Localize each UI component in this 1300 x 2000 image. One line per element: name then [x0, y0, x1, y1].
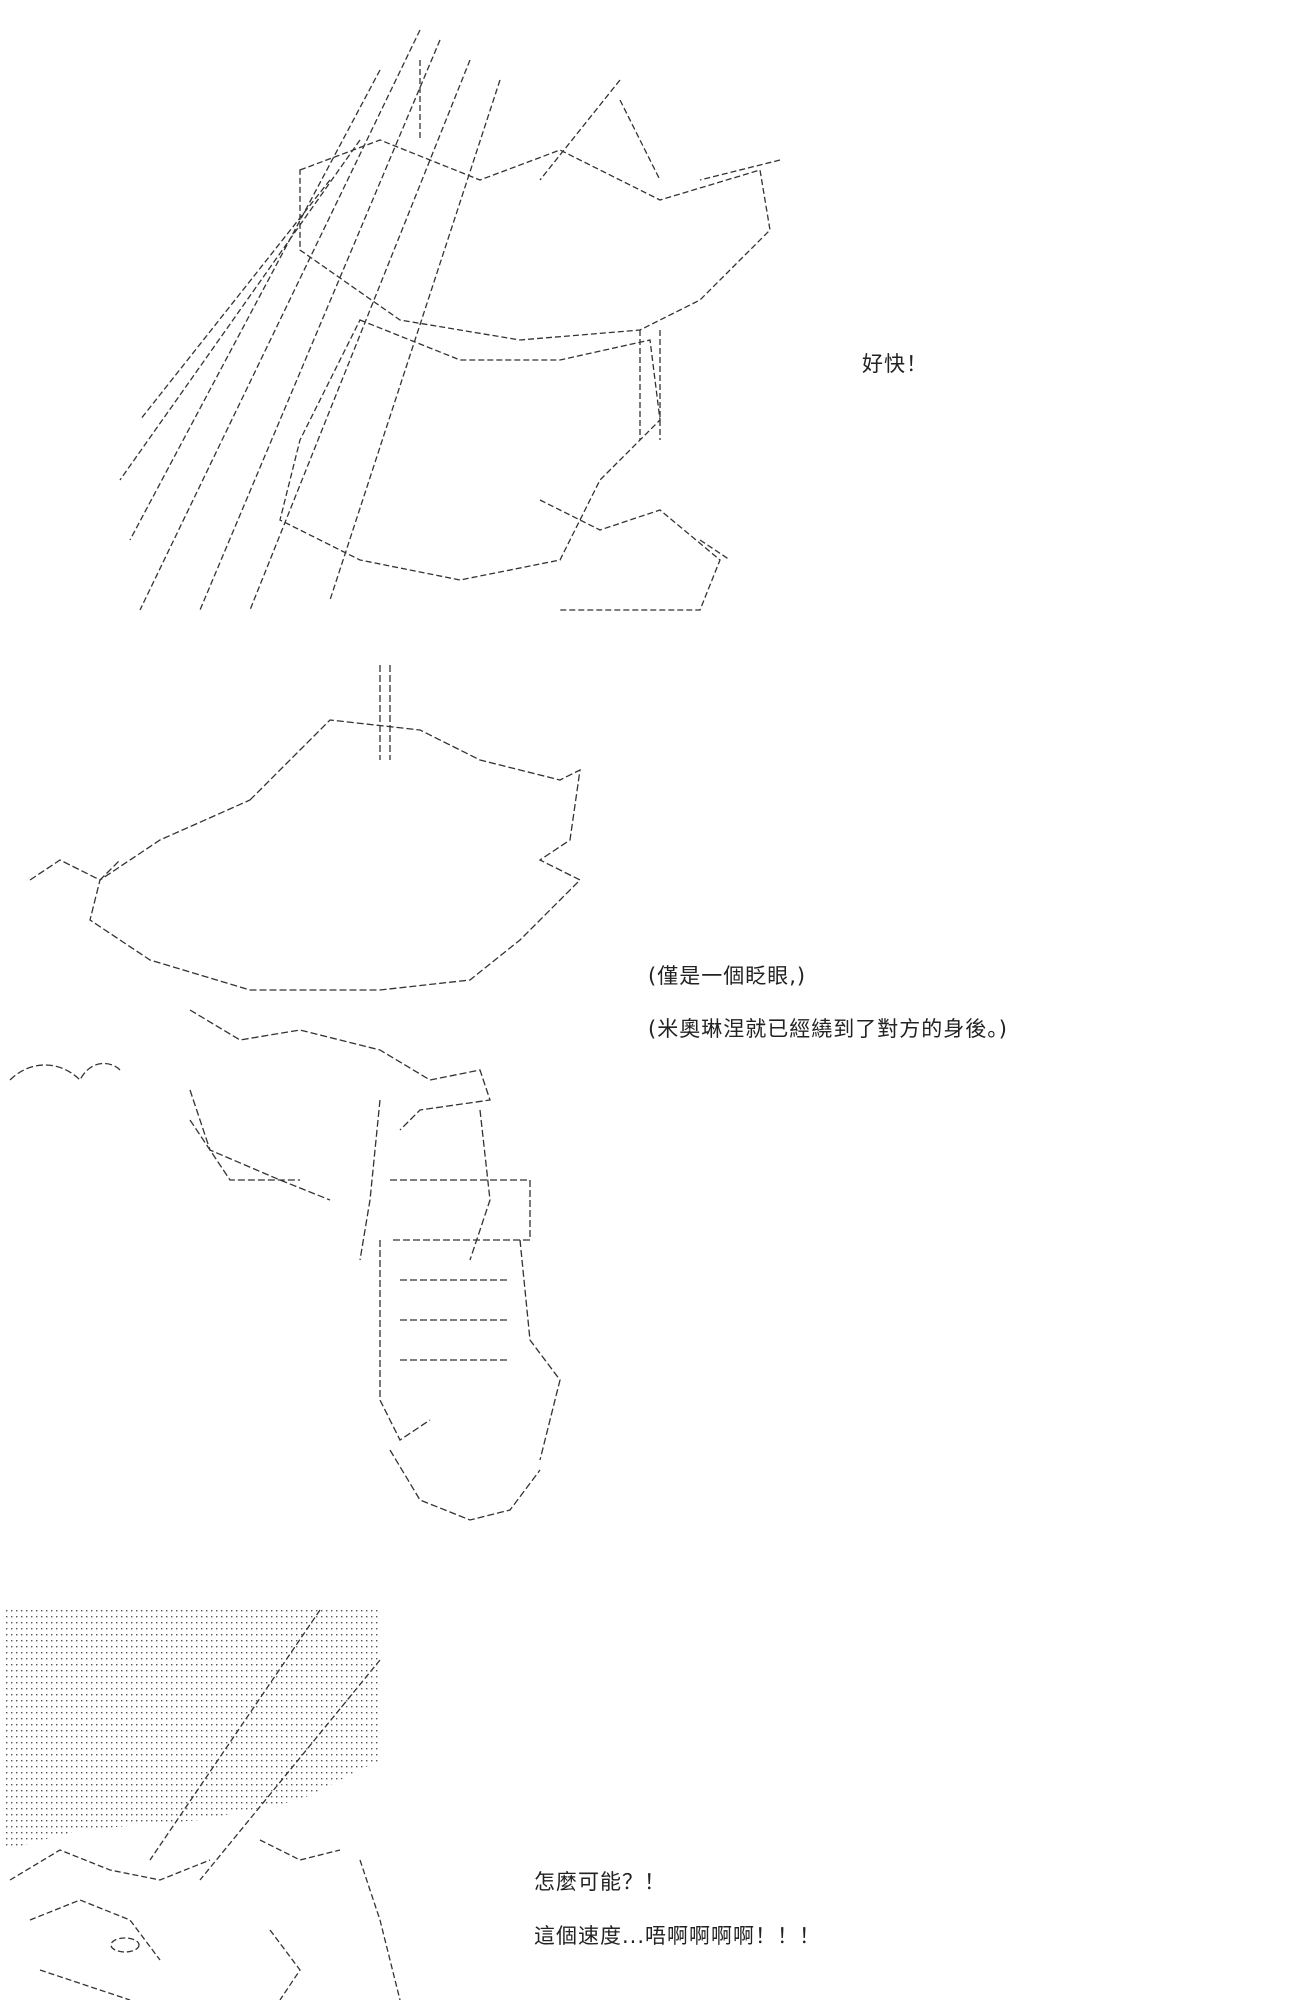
panel-2-figure-art: [9, 665, 582, 1521]
narration-blink: (僅是一個眨眼,): [648, 964, 807, 988]
narration-behind: (米奧琳涅就已經繞到了對方的身後。): [648, 1017, 1008, 1041]
dialogue-too-fast: 好快！: [862, 352, 928, 376]
dialogue-impossible: 怎麼可能？！: [534, 1870, 666, 1894]
panel-3-closeup-art: [5, 1609, 401, 2000]
dialogue-scream: 這個速度...唔啊啊啊啊！！！: [534, 1924, 822, 1948]
panel-1-speed-attack-art: [119, 29, 781, 611]
